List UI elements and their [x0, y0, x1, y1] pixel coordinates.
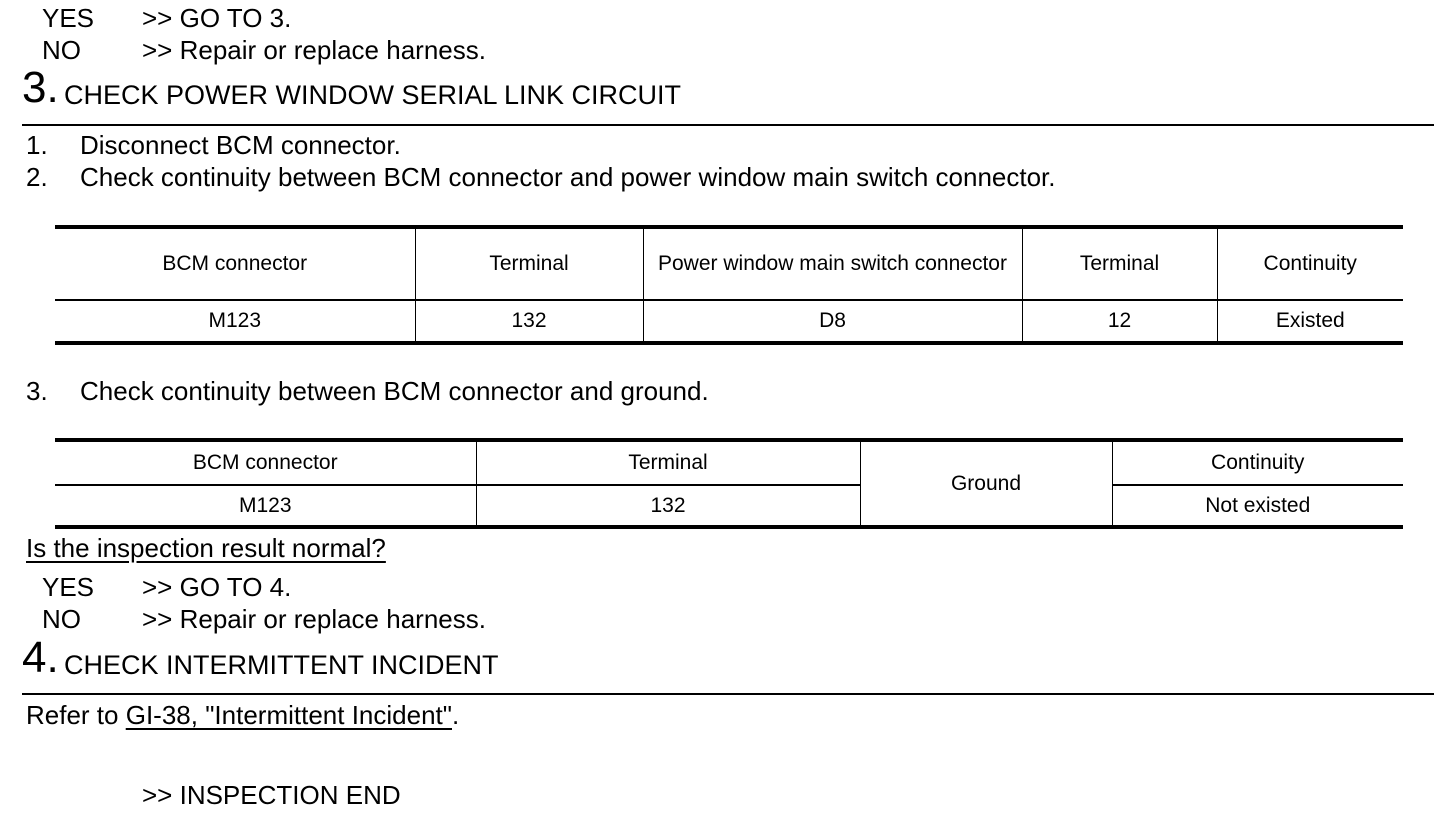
instruction-3-num: 3.	[26, 376, 48, 406]
table-header-row: BCM connector Terminal Ground Continuity	[55, 438, 1403, 529]
inspection-end: >> INSPECTION END	[142, 780, 401, 810]
no-action: >> Repair or replace harness.	[142, 35, 486, 65]
instruction-1-text: Disconnect BCM connector.	[80, 130, 401, 160]
step4-title: CHECK INTERMITTENT INCIDENT	[64, 650, 499, 680]
table-cell: D8	[642, 300, 1023, 345]
step3-number: 3.	[22, 63, 59, 112]
table-row: M123 132 D8 12 Existed	[55, 300, 1403, 345]
instruction-2-num: 2.	[26, 162, 48, 192]
instruction-3-text: Check continuity between BCM connector a…	[80, 376, 709, 406]
table-cell: 132	[414, 300, 644, 345]
table-cell: M123	[55, 300, 416, 345]
continuity-table-switch: BCM connector Terminal Power window main…	[55, 225, 1403, 345]
instruction-1-num: 1.	[26, 130, 48, 160]
table-row: M123 132 Not existed	[55, 485, 1403, 529]
table-header-cell: Ground	[859, 438, 1113, 529]
table-header-cell: BCM connector	[55, 225, 416, 301]
table-header-cell: Terminal	[414, 225, 644, 301]
yes-label: YES	[42, 572, 95, 602]
step4-number: 4.	[22, 633, 59, 682]
no-label: NO	[42, 604, 81, 634]
step3-title: CHECK POWER WINDOW SERIAL LINK CIRCUIT	[64, 80, 682, 110]
refer-prefix: Refer to	[26, 700, 126, 730]
table-cell: 12	[1021, 300, 1218, 345]
step3-divider	[22, 124, 1434, 126]
no-action: >> Repair or replace harness.	[142, 604, 486, 634]
refer-suffix: .	[452, 700, 460, 730]
refer-line: Refer to GI-38, "Intermittent Incident".	[26, 700, 459, 730]
table-cell: Existed	[1216, 300, 1403, 345]
table-cell: M123	[55, 485, 477, 529]
table-header-cell: BCM connector	[55, 438, 477, 486]
table-header-row: BCM connector Terminal Power window main…	[55, 225, 1403, 301]
table-header-cell: Terminal	[1021, 225, 1218, 301]
yes-action: >> GO TO 4.	[142, 572, 292, 602]
table-header-cell: Continuity	[1216, 225, 1403, 301]
table-header-cell: Power window main switch connector	[642, 225, 1023, 301]
intermittent-incident-link[interactable]: GI-38, "Intermittent Incident"	[125, 700, 452, 730]
table-cell: Not existed	[1111, 485, 1403, 529]
table-cell: 132	[475, 485, 861, 529]
instruction-2-text: Check continuity between BCM connector a…	[80, 162, 1056, 192]
continuity-table-ground: BCM connector Terminal Ground Continuity…	[55, 438, 1403, 529]
inspection-question: Is the inspection result normal?	[26, 533, 386, 563]
table-header-cell: Continuity	[1111, 438, 1403, 486]
step4-divider	[22, 693, 1434, 695]
yes-label: YES	[42, 3, 95, 33]
yes-action: >> GO TO 3.	[142, 3, 292, 33]
no-label: NO	[42, 35, 81, 65]
table-header-cell: Terminal	[475, 438, 861, 486]
